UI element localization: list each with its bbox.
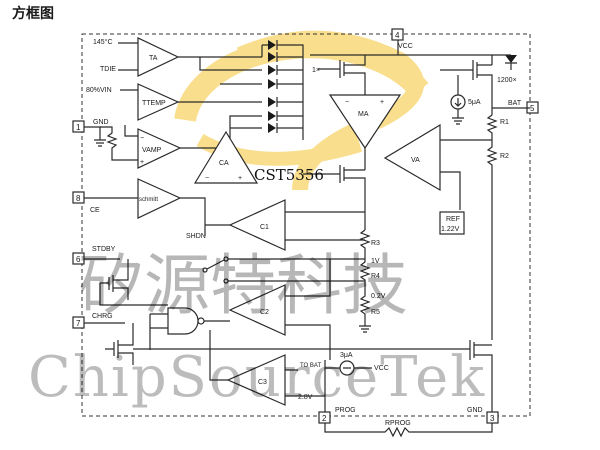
pin-number: 7 xyxy=(76,319,81,328)
current-source-5ua: 5μA xyxy=(450,75,481,125)
svg-text:R4: R4 xyxy=(371,273,380,280)
svg-text:VAMP: VAMP xyxy=(142,147,162,154)
label-shdn: SHDN xyxy=(186,233,206,240)
label-2-8v: 2.8V xyxy=(298,394,313,401)
pin-label: STDBY xyxy=(92,246,116,253)
page-title: 方框图 xyxy=(12,6,54,22)
svg-text:0.2V: 0.2V xyxy=(371,293,386,300)
amplifier-vamp: VAMP − + xyxy=(137,128,182,169)
svg-text:CA: CA xyxy=(219,160,229,167)
pin-label: CE xyxy=(90,207,100,214)
pin-vcc-4: 4 VCC xyxy=(391,28,413,50)
svg-text:1×: 1× xyxy=(312,67,320,74)
label-145c: 145°C xyxy=(93,38,113,46)
svg-text:1.22V: 1.22V xyxy=(441,226,460,233)
comparator-c2: C2 xyxy=(228,284,286,336)
reference-1-22v: REF 1.22V xyxy=(439,211,465,235)
comparator-c1: C1 xyxy=(228,199,286,251)
svg-text:1V: 1V xyxy=(371,258,380,265)
svg-text:3μA: 3μA xyxy=(340,352,353,359)
svg-text:R5: R5 xyxy=(371,309,380,316)
svg-text:schmitt: schmitt xyxy=(139,197,158,203)
schmitt-trigger: schmitt xyxy=(137,178,182,219)
svg-text:R3: R3 xyxy=(371,240,380,247)
pin-label: CHRG xyxy=(92,313,113,320)
current-source-3ua: 3μA VCC xyxy=(339,352,389,376)
watermark-chinese: 矽源特科技 xyxy=(78,247,408,324)
svg-text:−: − xyxy=(345,99,349,106)
logo-watermark xyxy=(174,30,429,191)
watermark-english: ChipSourceTek xyxy=(28,345,486,410)
pin-label: PROG xyxy=(335,407,356,414)
svg-text:+: + xyxy=(380,99,384,106)
logic-gate-nand xyxy=(149,307,230,350)
svg-text:R2: R2 xyxy=(500,153,509,160)
pin-label: BAT xyxy=(508,100,522,107)
svg-text:1200×: 1200× xyxy=(497,77,517,84)
pin-gnd-1: 1 GND xyxy=(72,119,109,133)
svg-text:C2: C2 xyxy=(260,309,269,316)
svg-text:5μA: 5μA xyxy=(468,99,481,106)
pin-ce-8: 8 CE xyxy=(72,191,100,214)
svg-text:TA: TA xyxy=(149,55,158,62)
label-to-bat: TO BAT xyxy=(300,363,321,369)
label-tdie: TDIE xyxy=(100,66,116,73)
pin-number: 5 xyxy=(530,104,535,113)
amplifier-ca: CA − + xyxy=(193,130,259,184)
svg-text:+: + xyxy=(238,175,242,182)
comparator-ta: TA xyxy=(137,37,180,77)
pin-number: 8 xyxy=(76,194,81,203)
resistor-rprog: RPROG xyxy=(324,420,493,438)
svg-text:C3: C3 xyxy=(258,379,267,386)
amplifier-va: VA xyxy=(383,123,441,192)
resistor-ladder: R3 R4 R5 1V 0.2V xyxy=(359,229,386,333)
part-number: CST5356 xyxy=(254,166,324,184)
svg-text:VA: VA xyxy=(411,157,420,164)
comparator-c3: C3 xyxy=(226,354,286,406)
svg-text:R1: R1 xyxy=(500,119,509,126)
svg-text:REF: REF xyxy=(446,216,460,223)
svg-text:TTEMP: TTEMP xyxy=(142,100,166,107)
nmos-output xyxy=(469,340,493,412)
comparator-ttemp: TTEMP xyxy=(137,83,180,121)
nmos-stdby xyxy=(84,258,168,306)
svg-text:RPROG: RPROG xyxy=(385,420,411,427)
pin-label: GND xyxy=(467,407,483,414)
svg-text:+: + xyxy=(140,159,144,166)
svg-text:C1: C1 xyxy=(260,224,269,231)
pin-number: 1 xyxy=(76,123,81,132)
resistor-divider-r1-r2: R1 R2 xyxy=(486,107,530,340)
chip-boundary xyxy=(81,33,531,417)
mosfet-sense: 1× xyxy=(312,55,366,95)
pin-number: 2 xyxy=(322,414,327,423)
pin-number: 4 xyxy=(395,31,400,40)
nmos-chrg xyxy=(84,322,134,365)
pin-bat-5: 5 BAT xyxy=(508,100,539,114)
svg-text:−: − xyxy=(140,135,144,142)
pin-label: GND xyxy=(93,119,109,126)
label-80vin: 80%VIN xyxy=(86,87,112,94)
pin-number: 3 xyxy=(490,414,495,423)
svg-text:VCC: VCC xyxy=(374,365,389,372)
switch-select xyxy=(202,256,365,284)
mosfet-power: 1200× xyxy=(440,60,517,115)
pin-number: 6 xyxy=(76,255,81,264)
diode-array xyxy=(178,40,304,149)
mosfet-mid xyxy=(303,148,366,230)
pin-label: VCC xyxy=(398,43,413,50)
diode-vcc xyxy=(492,54,517,70)
svg-text:MA: MA xyxy=(358,111,369,118)
svg-text:−: − xyxy=(205,175,209,182)
